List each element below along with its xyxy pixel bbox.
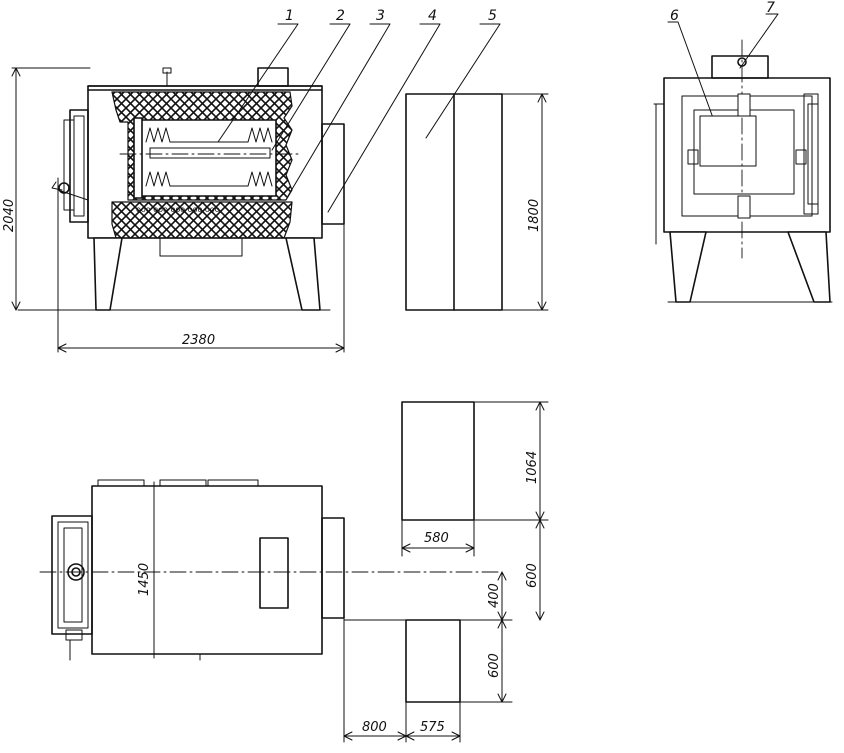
front-dimensions: 2040 2380 [2, 67, 345, 353]
callout-2: 2 [336, 8, 345, 24]
callout-7: 7 [766, 0, 775, 16]
svg-text:ooo ooo ooo ooo ooo: ooo ooo ooo ooo ooo [136, 205, 220, 214]
callout-labels: 1 2 3 4 5 6 7 [285, 0, 775, 24]
furnace-side-view [653, 39, 833, 303]
furnace-plan-view: 1450 [39, 479, 501, 661]
dim-cabinet-c-width: 575 [420, 720, 445, 735]
dim-total-width: 2380 [182, 333, 215, 348]
dim-plan-depth: 1450 [137, 563, 152, 596]
dim-spacing-b: 400 [487, 583, 502, 608]
dim-cabinet-b-width: 580 [424, 531, 449, 546]
callout-3: 3 [376, 8, 385, 24]
callout-5: 5 [488, 8, 497, 24]
control-cabinet-front: 1800 [405, 93, 549, 311]
callout-1: 1 [285, 8, 294, 24]
dim-cabinet-c-depth: 600 [487, 653, 502, 678]
dim-spacing-a: 600 [525, 563, 540, 588]
dim-total-height: 2040 [2, 199, 17, 232]
callout-6: 6 [670, 8, 679, 24]
cabinet-c-plan: 400 600 800 575 [343, 571, 513, 743]
furnace-front-view: ooo ooo ooo ooo ooo [17, 67, 345, 353]
dim-cabinet-height: 1800 [527, 199, 542, 232]
dim-cabinet-b-depth: 1064 [525, 451, 540, 484]
callout-4: 4 [428, 8, 437, 24]
cabinet-b-plan: 1064 600 580 [401, 401, 549, 621]
callout-leaders [217, 13, 779, 213]
dim-gap-to-furnace: 800 [362, 720, 387, 735]
